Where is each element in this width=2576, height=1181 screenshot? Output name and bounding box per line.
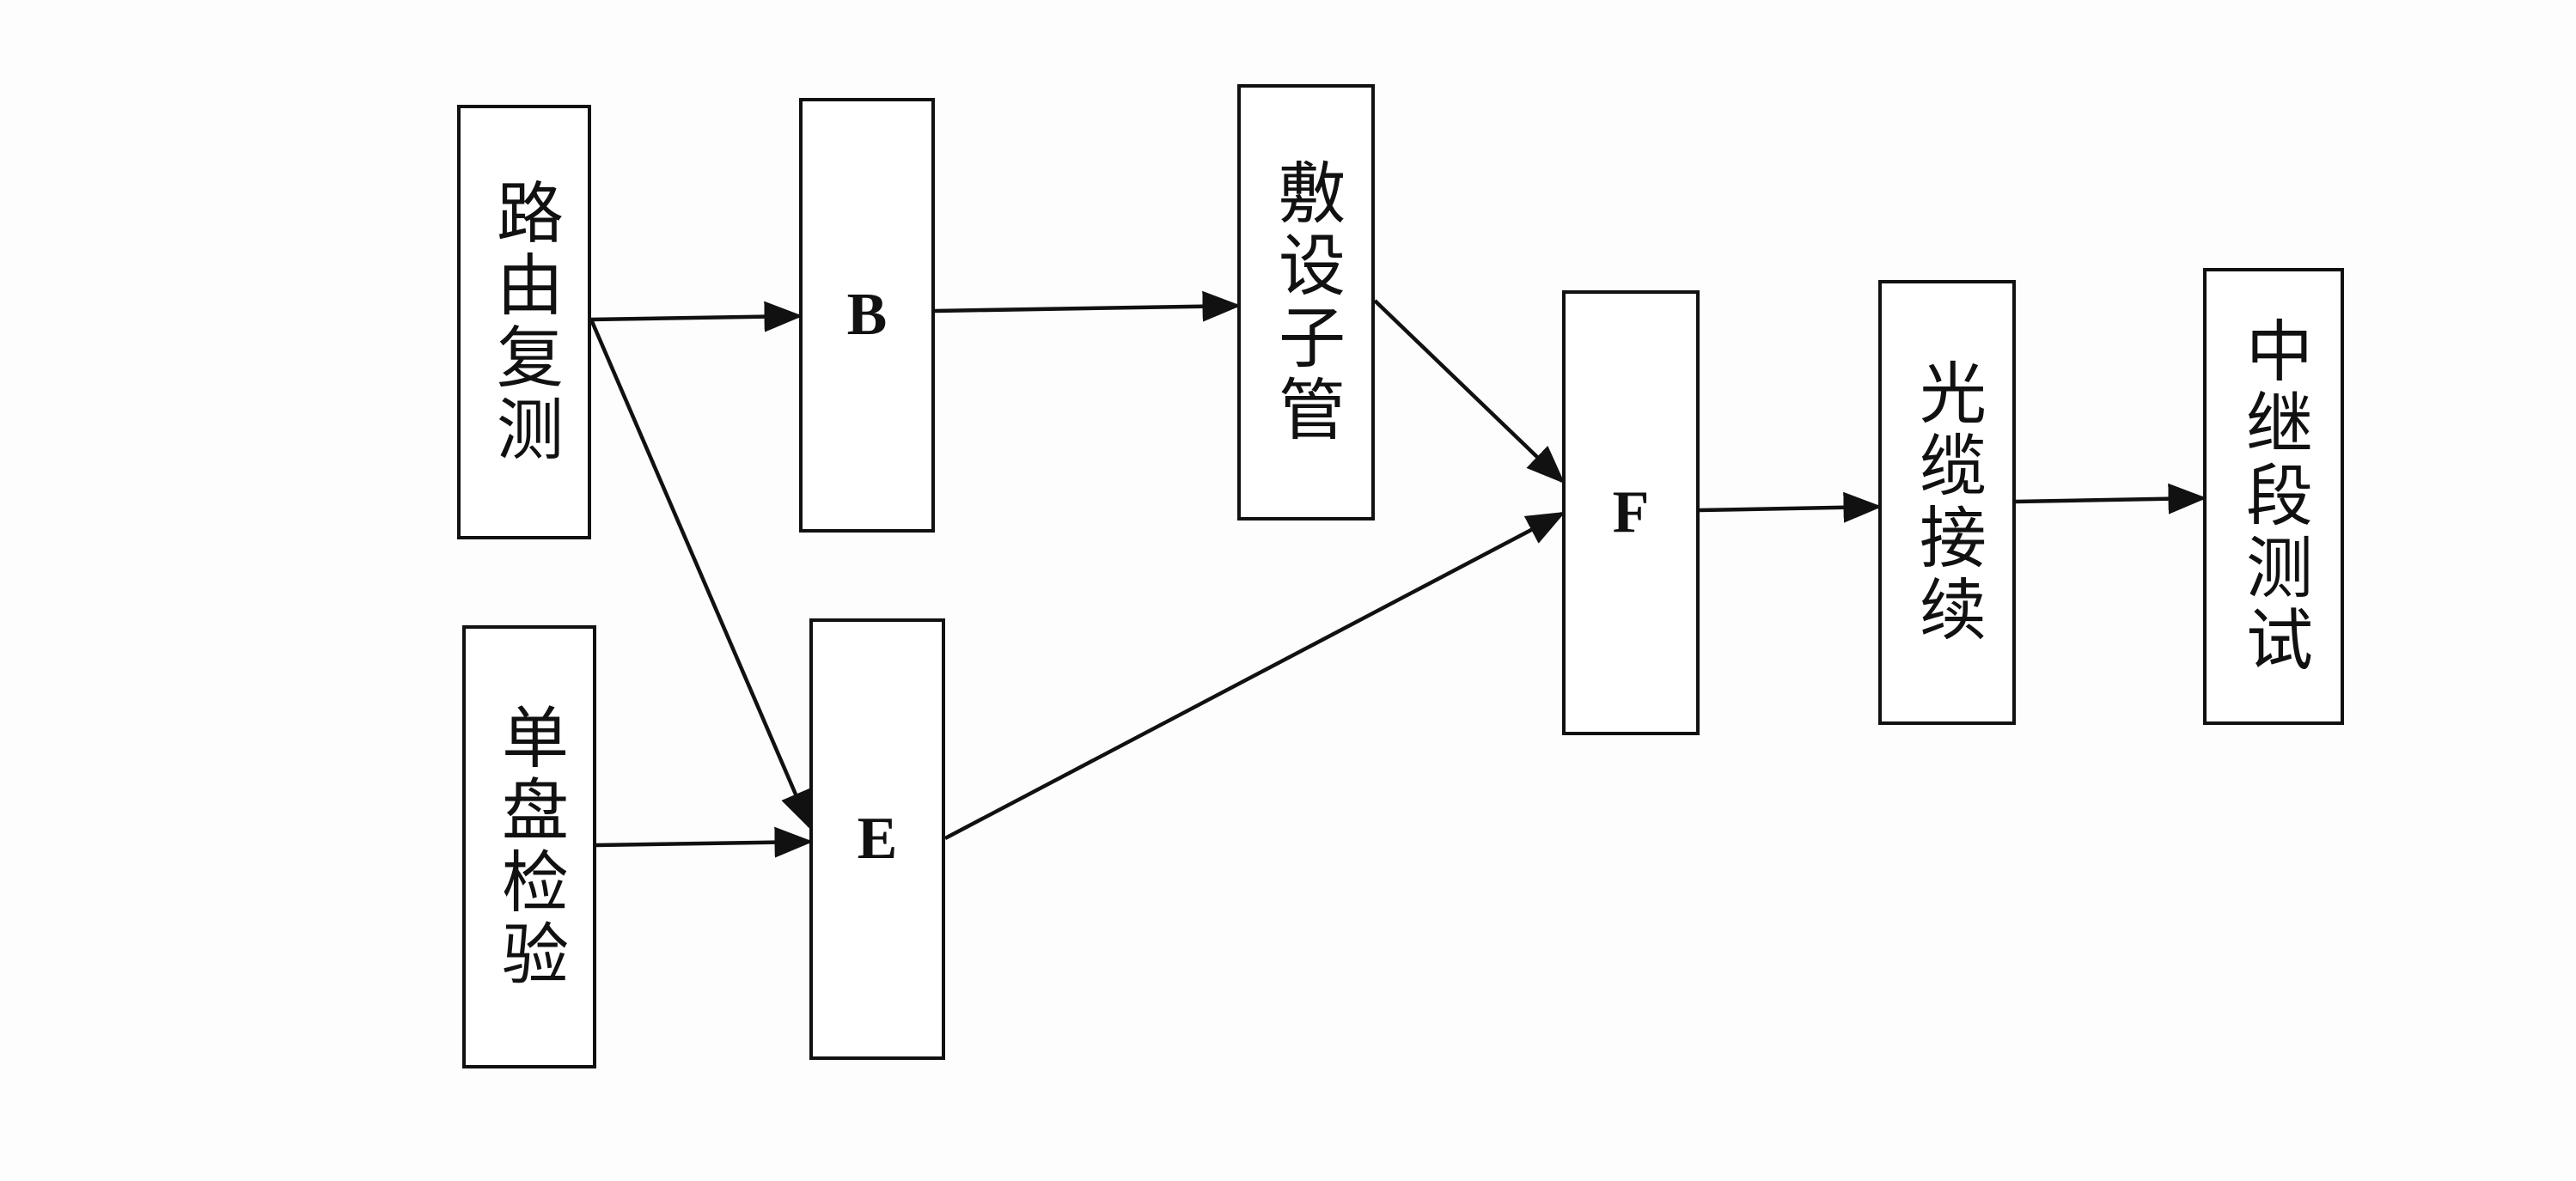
node-e: E [809, 618, 945, 1060]
node-route-survey: 路由复测 [457, 105, 591, 539]
arrow-f-to-splice [1699, 491, 1883, 523]
node-cable-splicing: 光缆接续 [1878, 280, 2016, 725]
node-reel-inspection: 单盘检验 [462, 625, 596, 1068]
node-lay-subduct: 敷设子管 [1237, 84, 1375, 520]
node-f: F [1562, 290, 1700, 735]
node-b: B [799, 98, 935, 533]
node-e-label: E [857, 806, 898, 872]
arrow-route-to-e [589, 319, 812, 831]
arrow-single-to-e [595, 826, 814, 858]
node-relay-section-test-label: 中继段测试 [2235, 316, 2312, 677]
node-route-survey-label: 路由复测 [485, 178, 563, 466]
arrow-route-to-b [590, 301, 803, 332]
arrow-lay-to-f [1373, 299, 1566, 484]
node-b-label: B [846, 282, 888, 348]
arrow-b-to-lay [934, 290, 1242, 322]
node-relay-section-test: 中继段测试 [2203, 268, 2344, 725]
arrow-e-to-f [943, 511, 1566, 840]
node-reel-inspection-label: 单盘检验 [491, 703, 568, 991]
arrow-splice-to-test [2015, 483, 2207, 514]
node-lay-subduct-label: 敷设子管 [1267, 158, 1345, 447]
node-cable-splicing-label: 光缆接续 [1908, 358, 1986, 647]
node-f-label: F [1612, 479, 1650, 545]
